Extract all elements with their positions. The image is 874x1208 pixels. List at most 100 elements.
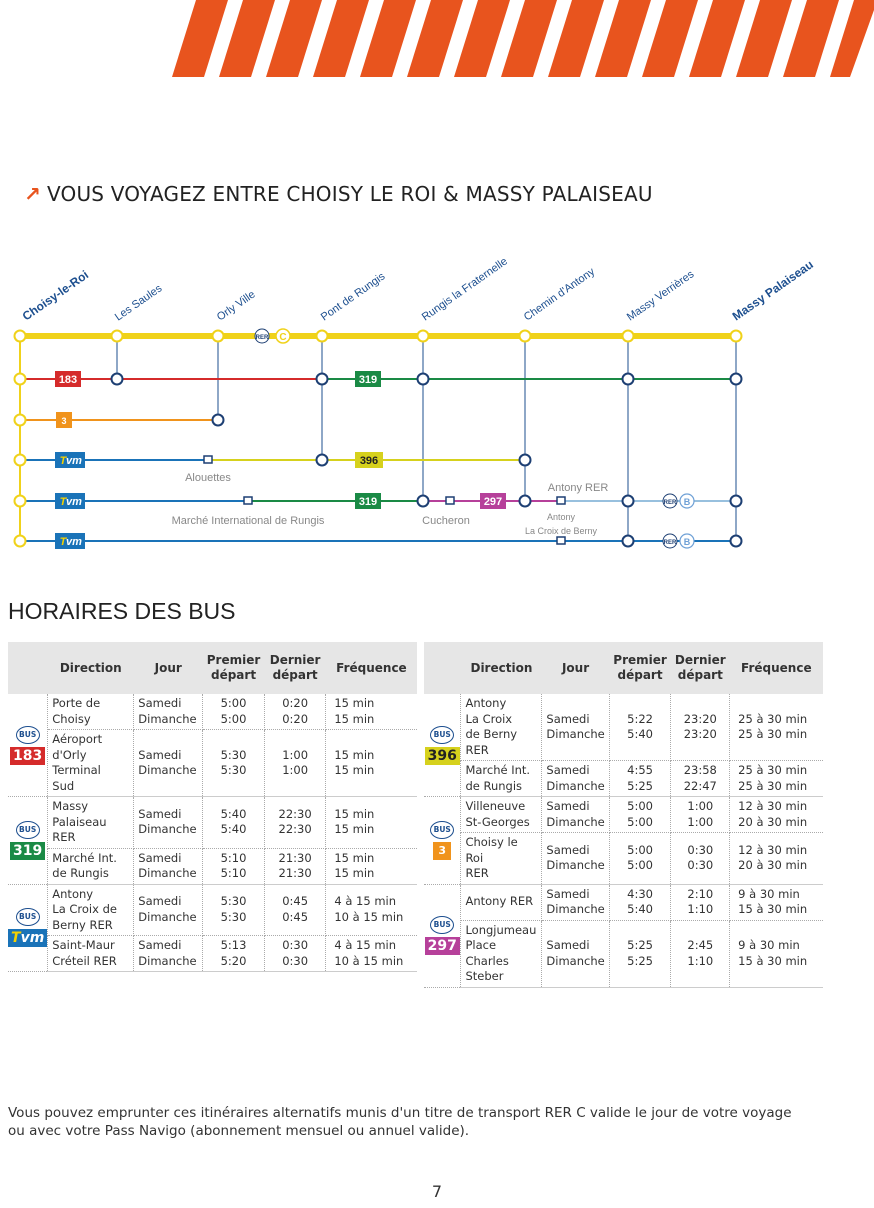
line-cell: BUS 396 bbox=[424, 694, 462, 797]
line-cell: BUS 3 bbox=[424, 796, 462, 885]
bus-icon: BUS bbox=[15, 908, 40, 927]
header-stripes bbox=[172, 0, 874, 77]
direction-cell: Antony RER bbox=[460, 884, 543, 921]
svg-text:RER: RER bbox=[664, 540, 677, 546]
note-line: ou avec votre Pass Navigo (abonnement me… bbox=[8, 1123, 470, 1139]
svg-text:B: B bbox=[684, 537, 691, 547]
rer-b-badge: RER B bbox=[662, 493, 695, 509]
line-number: 319 bbox=[13, 842, 43, 859]
station-label: Massy Verrières bbox=[625, 268, 697, 323]
col-frequence: Fréquence bbox=[325, 642, 417, 694]
stop-label: Antony bbox=[547, 512, 576, 522]
svg-text:RER: RER bbox=[664, 500, 677, 506]
svg-text:RER: RER bbox=[256, 335, 269, 341]
col-direction: Direction bbox=[460, 642, 542, 694]
station-label: Les Saules bbox=[113, 282, 165, 323]
col-direction: Direction bbox=[47, 642, 134, 694]
north-east-arrow-icon: ↗ bbox=[24, 182, 41, 206]
line-number: 396 bbox=[427, 747, 457, 764]
stop-label: Cucheron bbox=[422, 515, 470, 527]
line-3-label: 3 bbox=[61, 416, 66, 426]
tvm-t-label: T bbox=[60, 455, 68, 467]
info-note: Vous pouvez emprunter ces itinéraires al… bbox=[8, 1104, 868, 1140]
tvm-vm-label: vm bbox=[66, 455, 82, 467]
line-183-label: 183 bbox=[59, 374, 77, 386]
tvm-vm-label: vm bbox=[66, 536, 82, 548]
line-297-label: 297 bbox=[484, 496, 502, 508]
col-jour: Jour bbox=[541, 642, 610, 694]
station-label: Pont de Rungis bbox=[319, 270, 388, 323]
bus-icon: BUS bbox=[430, 820, 455, 839]
bus-icon: BUS bbox=[430, 725, 455, 744]
station-label: Choisy-le-Roi bbox=[20, 268, 91, 324]
stop-label: Alouettes bbox=[185, 472, 231, 484]
bus-icon: BUS bbox=[430, 916, 455, 934]
col-jour: Jour bbox=[133, 642, 203, 694]
line-319-label: 319 bbox=[359, 374, 377, 386]
direction-cell: Marché Int.de Rungis bbox=[47, 848, 135, 885]
line-cell: BUS Tvm bbox=[8, 884, 49, 972]
line-number: 3 bbox=[438, 843, 447, 857]
line-badge: Tvm bbox=[8, 929, 48, 948]
line-number: 297 bbox=[427, 938, 457, 954]
line-badge: 319 bbox=[10, 841, 46, 860]
route-map: Choisy-le-Roi Les Saules Orly Ville Pont… bbox=[13, 255, 816, 549]
bus-icon: BUS bbox=[15, 820, 40, 839]
rer-b-badge: RER B bbox=[662, 533, 695, 549]
svg-text:C: C bbox=[279, 332, 286, 343]
schedule-title: HORAIRES DES BUS bbox=[8, 598, 236, 624]
stop-label: Marché International de Rungis bbox=[172, 515, 325, 527]
rer-c-badge: RER C bbox=[254, 328, 291, 344]
